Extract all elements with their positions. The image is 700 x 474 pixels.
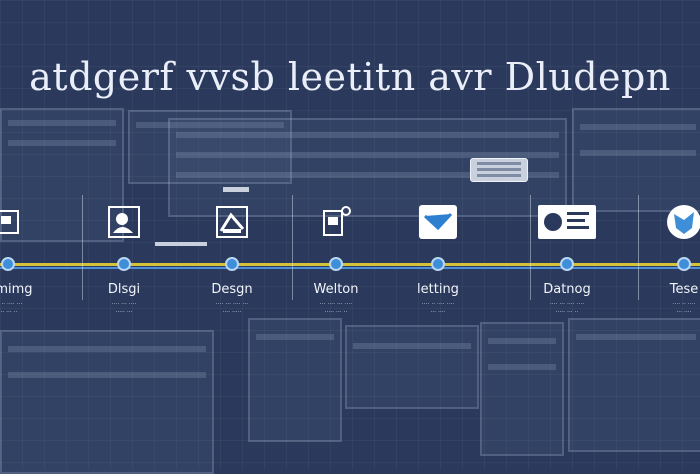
stage-description: ··· ···· ··· ········· ··· ·· bbox=[319, 301, 353, 316]
stage-label: amimg bbox=[0, 282, 33, 297]
stage-label: Tese bbox=[669, 282, 699, 297]
timeline-node[interactable] bbox=[1, 257, 15, 271]
divider bbox=[82, 195, 83, 300]
stage-description: ···· ·· ···· ······· ···· bbox=[421, 301, 455, 316]
document-icon bbox=[316, 205, 356, 239]
divider bbox=[638, 195, 639, 300]
background-panel bbox=[480, 322, 564, 456]
divider bbox=[530, 195, 531, 300]
shield-icon bbox=[664, 205, 700, 239]
small-tag bbox=[155, 242, 207, 246]
background-panel bbox=[168, 118, 567, 217]
background-panel bbox=[572, 108, 700, 212]
timeline-node[interactable] bbox=[677, 257, 691, 271]
stage-label: letting bbox=[417, 282, 459, 297]
background-panel bbox=[0, 108, 124, 242]
stage-label: Dlsgi bbox=[107, 282, 141, 297]
device-chip bbox=[470, 158, 528, 182]
stage-description: ···· ··· ···· ······· ····· bbox=[215, 301, 249, 316]
background-panel bbox=[128, 110, 292, 184]
timeline-node[interactable] bbox=[431, 257, 445, 271]
background-panel bbox=[345, 325, 479, 409]
background-panel bbox=[568, 318, 700, 452]
stage-description: ···· ··· ···· ········· ··· ·· bbox=[549, 301, 585, 316]
background-panel bbox=[248, 318, 342, 442]
small-tag bbox=[223, 187, 249, 192]
timeline-line bbox=[0, 263, 700, 266]
divider bbox=[292, 195, 293, 300]
stage-description: ···· ·· ······· ···· bbox=[672, 301, 696, 316]
stage-description: ··· ·· ···· ······ ··· ·· bbox=[0, 301, 23, 316]
stage-label: Welton bbox=[313, 282, 359, 297]
mail-icon bbox=[418, 205, 458, 239]
stage-description: ···· ··· ········· ··· bbox=[111, 301, 137, 316]
timeline-node[interactable] bbox=[117, 257, 131, 271]
stage-label: Desgn bbox=[211, 282, 253, 297]
timeline-line-accent bbox=[0, 267, 700, 269]
timeline-node[interactable] bbox=[329, 257, 343, 271]
background-panel bbox=[0, 330, 214, 474]
stage-label: Datnog bbox=[543, 282, 591, 297]
card-icon bbox=[537, 205, 597, 239]
timeline-node[interactable] bbox=[225, 257, 239, 271]
design-icon bbox=[212, 205, 252, 239]
timeline-node[interactable] bbox=[560, 257, 574, 271]
people-icon bbox=[104, 205, 144, 239]
page-icon bbox=[0, 205, 28, 239]
page-title: atdgerf vvsb leetitn avr Dludepn bbox=[29, 55, 671, 99]
